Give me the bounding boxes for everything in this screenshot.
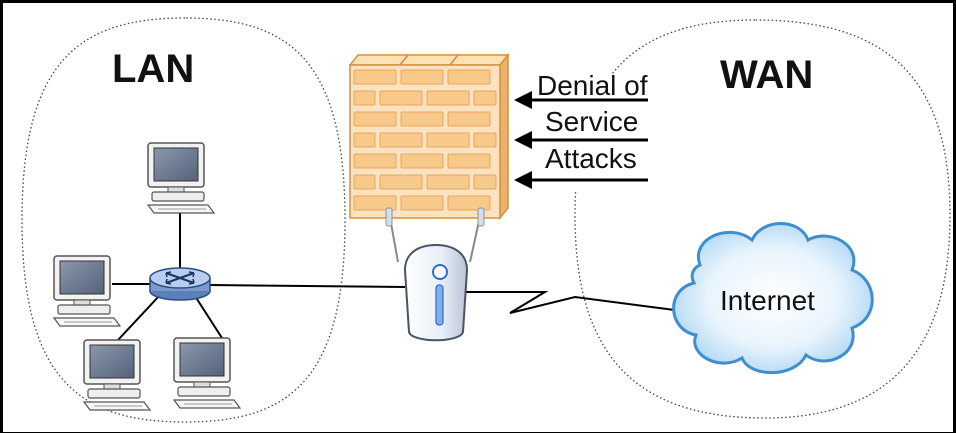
brick bbox=[379, 174, 423, 190]
cloud-label: Internet bbox=[720, 285, 815, 316]
attack-label-line-3: Attacks bbox=[545, 143, 637, 174]
access-point-icon bbox=[385, 207, 485, 342]
brick bbox=[353, 69, 397, 85]
attack-label-line-1: Denial of bbox=[537, 70, 648, 101]
brick bbox=[353, 111, 397, 127]
wan-label: WAN bbox=[720, 53, 813, 97]
arrow-shafts bbox=[530, 98, 648, 182]
brick bbox=[400, 195, 444, 211]
lan-zone-outline bbox=[21, 17, 346, 423]
brick bbox=[473, 90, 497, 106]
attack-label: Denial of Service Attacks bbox=[537, 70, 648, 192]
computer-icon bbox=[173, 337, 241, 409]
brick bbox=[447, 69, 491, 85]
lan-label: LAN bbox=[112, 47, 194, 91]
cloud-icon: Internet bbox=[672, 222, 874, 375]
computer-icon bbox=[53, 255, 121, 327]
brick bbox=[473, 132, 497, 148]
firewall-wall-icon bbox=[348, 52, 510, 221]
brick bbox=[379, 90, 423, 106]
brick bbox=[379, 132, 423, 148]
brick bbox=[473, 174, 497, 190]
lan-links bbox=[112, 213, 406, 341]
brick bbox=[353, 153, 397, 169]
computer-icon bbox=[83, 339, 151, 411]
brick bbox=[400, 69, 444, 85]
brick bbox=[353, 132, 376, 148]
brick bbox=[353, 90, 376, 106]
brick bbox=[400, 153, 444, 169]
switch-icon bbox=[149, 267, 211, 301]
wan-link bbox=[460, 291, 691, 314]
brick bbox=[426, 90, 470, 106]
brick bbox=[353, 174, 376, 190]
brick bbox=[447, 153, 491, 169]
brick bbox=[353, 195, 397, 211]
brick bbox=[400, 111, 444, 127]
brick bbox=[447, 195, 491, 211]
computer-icon bbox=[147, 142, 215, 214]
brick bbox=[426, 132, 470, 148]
brick bbox=[447, 111, 491, 127]
attack-label-line-2: Service bbox=[545, 106, 638, 137]
brick bbox=[426, 174, 470, 190]
